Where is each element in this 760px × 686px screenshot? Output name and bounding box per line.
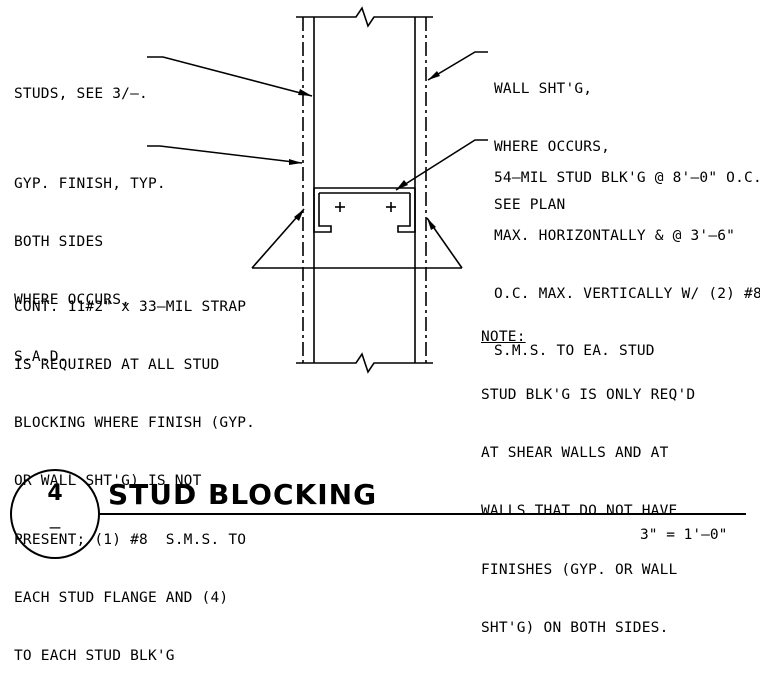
general-note: NOTE: STUD BLK'G IS ONLY REQ'D AT SHEAR … <box>481 289 695 658</box>
detail-scale: 3" = 1'–0" <box>640 527 728 543</box>
leader-wall-sheathing <box>427 51 488 81</box>
leader-gyp-finish <box>147 145 303 164</box>
note-line: EACH STUD FLANGE AND (4) <box>14 589 229 606</box>
note-studs: STUDS, SEE 3/–. <box>14 47 148 124</box>
note-line: WHERE OCCURS, <box>494 139 611 156</box>
note-line: CONT. 11#2" x 33–MIL STRAP <box>14 298 247 315</box>
general-note-heading: NOTE: <box>481 328 526 345</box>
leader-studs <box>147 56 313 97</box>
note-line: MAX. HORIZONTALLY & @ 3'–6" <box>494 228 736 245</box>
note-line: O.C. MAX. VERTICALLY W/ (2) #8 <box>494 285 760 302</box>
note-line: PRESENT; (1) #8 S.M.S. TO <box>14 531 247 548</box>
note-line: BLOCKING WHERE FINISH (GYP. <box>14 415 256 432</box>
screw-marks <box>335 202 396 212</box>
leader-strap-left <box>251 208 305 269</box>
note-line: SHT'G) ON BOTH SIDES. <box>481 619 669 636</box>
note-line: STUD BLK'G IS ONLY REQ'D <box>481 387 696 404</box>
note-line: WALL SHT'G, <box>494 81 593 98</box>
stud-blocking-channel <box>313 187 416 233</box>
note-stud-blocking: 54–MIL STUD BLK'G @ 8'–0" O.C. MAX. HORI… <box>494 131 760 381</box>
note-line: BOTH SIDES <box>14 234 104 251</box>
note-line: S.A.D. <box>14 349 68 366</box>
note-studs-line: STUDS, SEE 3/–. <box>14 86 148 103</box>
note-line: IS REQUIRED AT ALL STUD <box>14 357 220 374</box>
note-line: GYP. FINISH, TYP. <box>14 176 166 193</box>
leader-stud-blocking <box>395 139 488 191</box>
note-line: FINISHES (GYP. OR WALL <box>481 561 678 578</box>
top-break-line <box>296 6 433 28</box>
sheet-reference: — <box>49 517 61 538</box>
note-line: AT SHEAR WALLS AND AT <box>481 445 669 462</box>
note-wall-sheathing: WALL SHT'G, WHERE OCCURS, SEE PLAN <box>494 42 610 234</box>
note-gyp-finish: GYP. FINISH, TYP. BOTH SIDES WHERE OCCUR… <box>14 137 166 387</box>
note-line: S.M.S. TO EA. STUD <box>494 343 655 360</box>
note-line: WHERE OCCURS, <box>14 291 131 308</box>
note-line: WALLS THAT DO NOT HAVE <box>481 503 678 520</box>
note-strap: CONT. 11#2" x 33–MIL STRAP IS REQUIRED A… <box>14 259 255 686</box>
note-line: SEE PLAN <box>494 196 566 213</box>
detail-title: STUD BLOCKING <box>108 478 378 511</box>
note-line: 54–MIL STUD BLK'G @ 8'–0" O.C. <box>494 170 760 187</box>
bottom-break-line <box>296 352 433 374</box>
note-line: TO EACH STUD BLK'G <box>14 648 175 665</box>
note-line: OR WALL SHT'G) IS NOT <box>14 473 202 490</box>
detail-drawing <box>10 6 746 559</box>
detail-number: 4 <box>47 481 63 506</box>
